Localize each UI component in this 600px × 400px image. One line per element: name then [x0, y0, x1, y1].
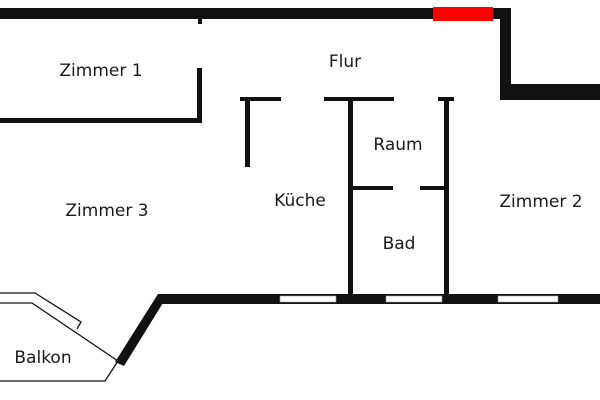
- kitchen-wall-left: [245, 97, 250, 167]
- balcony-railing: [0, 292, 82, 330]
- kitchen-wall-top: [240, 97, 281, 101]
- window: [385, 295, 443, 303]
- window: [497, 295, 559, 303]
- right-wall-top: [500, 84, 600, 100]
- room-label-zimmer2: Zimmer 2: [499, 192, 583, 212]
- room-label-flur: Flur: [328, 52, 362, 72]
- raum-wall-bottom-right: [420, 186, 447, 190]
- room-label-kueche: Küche: [274, 191, 326, 211]
- zimmer1-wall-right: [197, 68, 202, 123]
- entrance-door: [433, 7, 493, 21]
- room-label-zimmer3: Zimmer 3: [65, 201, 149, 221]
- zimmer1-wall-bottom: [0, 118, 202, 123]
- room-label-zimmer1: Zimmer 1: [59, 61, 143, 81]
- raum-wall-bottom-left: [350, 186, 393, 190]
- raum-wall-top: [324, 97, 394, 101]
- balcony-edge: [0, 302, 119, 362]
- tick-wall: [198, 18, 202, 24]
- room-label-balkon: Balkon: [14, 348, 72, 368]
- right-wall-step: [500, 8, 511, 100]
- wall-right-vertical: [444, 97, 449, 297]
- wall-left-vertical: [348, 97, 353, 297]
- top-wall: [0, 8, 511, 19]
- balcony-outline: [0, 360, 119, 382]
- window: [279, 295, 337, 303]
- bottom-wall: [158, 294, 600, 304]
- diagonal-wall: [115, 294, 166, 366]
- room-label-raum: Raum: [373, 135, 423, 155]
- room-label-bad: Bad: [382, 234, 416, 254]
